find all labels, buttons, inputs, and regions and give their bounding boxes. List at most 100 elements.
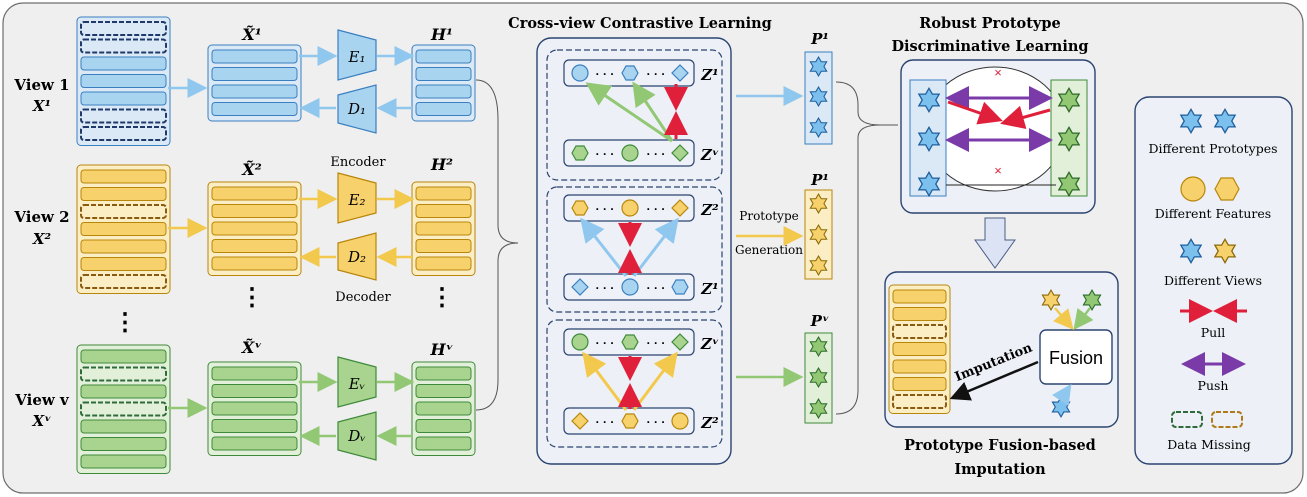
feature-bar [415, 84, 472, 99]
svg-text:· · ·: · · · [647, 415, 666, 429]
pv-label: Pᵛ [810, 312, 830, 330]
feature-bar [80, 169, 167, 184]
feature-bar [415, 67, 472, 81]
feature-bar [80, 222, 167, 236]
feature-bar [415, 186, 472, 201]
feature-bar [80, 349, 167, 364]
x2-tilde-label: X̃² [241, 160, 261, 179]
feature-bar [80, 239, 167, 254]
feature-bar [211, 384, 298, 398]
feature-bar [892, 289, 947, 304]
contrastive-box-1 [546, 49, 723, 181]
feature-bar [211, 102, 298, 116]
svg-text:· · ·: · · · [647, 67, 666, 81]
legend-push: Push [1198, 378, 1229, 393]
missing-bar [892, 324, 947, 339]
contrastive-arrows-3 [582, 351, 678, 411]
p1-label: P¹ [810, 30, 829, 48]
svg-text:· · ·: · · · [647, 147, 666, 161]
hv-stack [411, 361, 476, 456]
feature-bar [211, 256, 298, 271]
contrastive-arrows-2 [580, 217, 679, 277]
feature-bar [415, 384, 472, 398]
encoder-label: Encoder [330, 155, 386, 170]
missing-bar [80, 274, 167, 289]
svg-text:· · ·: · · · [647, 336, 666, 350]
viewv-stack [76, 344, 171, 474]
fusion-stack [888, 284, 951, 414]
fusion-data-stack [888, 284, 951, 414]
fusion-title-2: Imputation [954, 461, 1046, 478]
view1-var: X¹ [32, 97, 51, 115]
feature-bar [892, 342, 947, 356]
feature-bar [415, 256, 472, 271]
feature-bar [211, 401, 298, 416]
feature-bar [892, 377, 947, 391]
legend-pull: Pull [1201, 325, 1225, 340]
h1-label: H¹ [430, 25, 453, 44]
contrastive-title: Cross-view Contrastive Learning [508, 15, 772, 32]
view2-title: View 2 [13, 208, 69, 226]
feature-bar [80, 257, 167, 271]
feature-bar [80, 454, 167, 469]
svg-text:· · ·: · · · [596, 202, 615, 216]
imputation-arrow [949, 360, 1039, 401]
feature-bar [892, 359, 947, 374]
svg-text:E₂: E₂ [348, 191, 366, 209]
zv-label: Zᵛ [700, 146, 719, 164]
x1-tilde-stack [207, 44, 302, 122]
feature-bar [80, 437, 167, 451]
xv-tilde-stack [207, 361, 302, 456]
view1-stack [76, 16, 171, 146]
feature-bar [415, 401, 472, 416]
hidden-ellipsis: ⋮ [430, 282, 454, 311]
feature-bar [415, 366, 472, 381]
svg-text:· · ·: · · · [596, 281, 615, 295]
svg-text:· · ·: · · · [596, 67, 615, 81]
svg-text:· · ·: · · · [596, 415, 615, 429]
h2-label: H² [430, 155, 453, 174]
legend-panel [1134, 96, 1293, 465]
feature-bar [211, 84, 298, 99]
h1-stack [411, 44, 476, 122]
z1b-label: Z¹ [700, 280, 719, 298]
legend-missing: Data Missing [1167, 437, 1251, 452]
feature-bar [415, 436, 472, 451]
view1-title: View 1 [13, 76, 69, 94]
feature-bar [211, 67, 298, 81]
feature-bar [415, 419, 472, 433]
svg-text:×: × [994, 163, 1002, 178]
missing-bar [80, 204, 167, 219]
down-arrow [974, 217, 1016, 269]
feature-bar [211, 186, 298, 201]
viewv-var: Xᵛ [31, 412, 51, 430]
prototype-gen-line1: Prototype [739, 209, 798, 223]
legend-views: Different Views [1164, 273, 1262, 288]
feature-bar [415, 221, 472, 236]
svg-text:E₁: E₁ [348, 48, 366, 66]
feature-bar [80, 187, 167, 201]
missing-bar [892, 394, 947, 409]
feature-bar [80, 74, 167, 88]
missing-bar [80, 38, 167, 54]
robust-title-2: Discriminative Learning [891, 38, 1088, 55]
feature-bar [211, 366, 298, 381]
z1-label: Z¹ [700, 66, 719, 84]
z2-label: Z² [700, 201, 719, 219]
feature-bar [80, 91, 167, 106]
missing-bar [80, 401, 167, 417]
p2-label: P¹ [810, 171, 829, 189]
view2-stack [76, 164, 171, 294]
views-ellipsis: ⋮ [113, 307, 137, 336]
h2-stack [411, 181, 476, 276]
feature-bar [211, 49, 298, 64]
x1-tilde-label: X̃¹ [241, 25, 261, 44]
decoder-label: Decoder [335, 290, 391, 305]
svg-text:Eᵥ: Eᵥ [348, 375, 366, 393]
feature-bar [211, 436, 298, 451]
robust-title-1: Robust Prototype [919, 15, 1060, 32]
svg-text:×: × [994, 65, 1002, 80]
feature-bar [211, 221, 298, 236]
svg-text:D₂: D₂ [347, 248, 366, 266]
